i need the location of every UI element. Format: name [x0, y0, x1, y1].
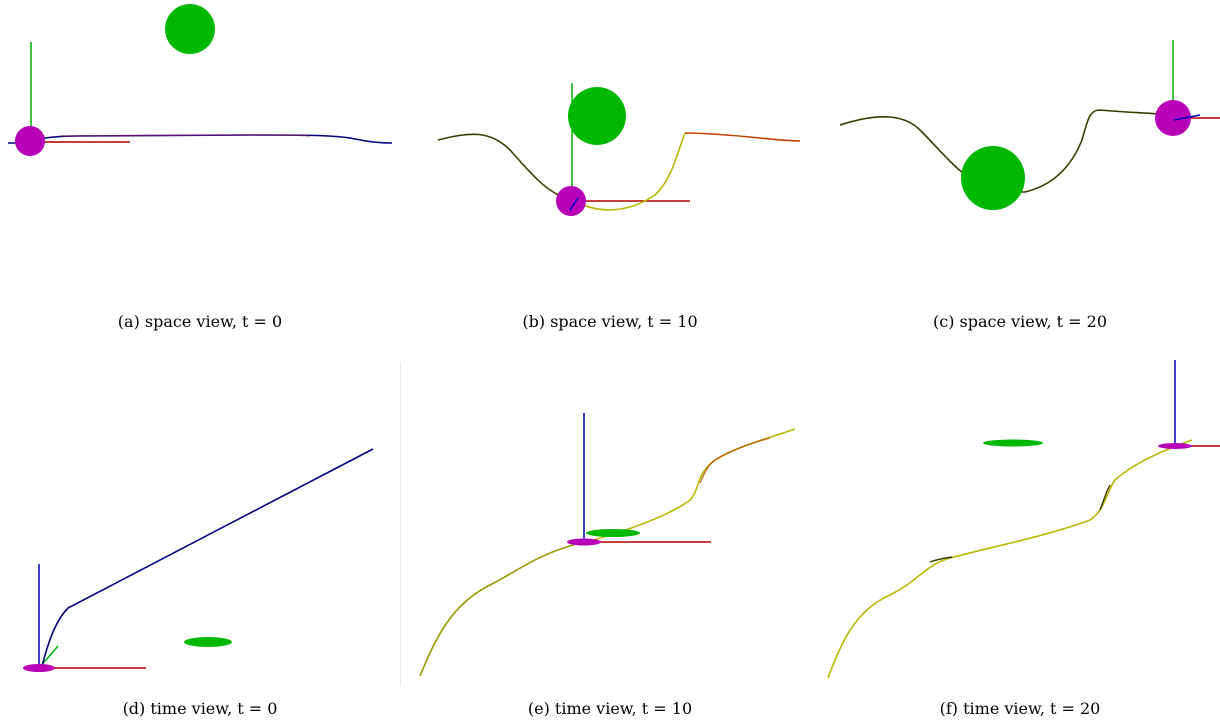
trajectory-highlight	[699, 437, 771, 484]
panel-f-time-view-t20	[820, 350, 1220, 690]
trajectory	[839, 109, 1173, 193]
panel-a-space-view-t0	[0, 0, 400, 300]
caption-e: (e) time view, t = 10	[527, 699, 693, 718]
divider	[400, 362, 401, 686]
obstacle-disc	[586, 529, 640, 537]
agent-sphere	[1155, 100, 1191, 136]
panel-d-time-view-t0	[0, 350, 400, 690]
scene-f	[827, 360, 1220, 679]
agent-disc	[1158, 443, 1192, 449]
obstacle-disc	[983, 439, 1043, 447]
panel-c-space-view-t20	[820, 0, 1220, 300]
agent-disc	[567, 538, 601, 546]
obstacle-sphere	[568, 87, 626, 145]
trajectory-right	[684, 132, 801, 142]
caption-f: (f) time view, t = 20	[939, 699, 1101, 718]
obstacle-disc	[184, 637, 232, 647]
trajectory	[41, 448, 374, 667]
axis-z	[569, 197, 579, 211]
scene-d	[23, 448, 374, 672]
axis-z	[1173, 114, 1201, 121]
trajectory-dark-segment	[929, 484, 1111, 563]
caption-c: (c) space view, t = 20	[933, 312, 1107, 331]
caption-d: (d) time view, t = 0	[122, 699, 278, 718]
agent-sphere	[556, 186, 586, 216]
scene-e	[419, 413, 796, 677]
obstacle-sphere	[165, 4, 215, 54]
trajectory-highlight	[59, 134, 311, 137]
scene-a	[8, 4, 393, 156]
trajectory-lower	[419, 542, 581, 677]
panel-e-time-view-t10	[410, 350, 810, 690]
agent-disc	[23, 664, 55, 672]
trajectory-upper	[585, 428, 796, 543]
trajectory-bottom	[574, 132, 686, 211]
obstacle-sphere	[961, 146, 1025, 210]
scene-c	[839, 40, 1220, 210]
agent-sphere	[15, 126, 45, 156]
caption-b: (b) space view, t = 10	[522, 312, 698, 331]
panel-b-space-view-t10	[410, 0, 810, 300]
trajectory-left	[437, 133, 571, 201]
scene-b	[437, 83, 801, 216]
caption-a: (a) space view, t = 0	[117, 312, 283, 331]
trajectory	[827, 439, 1193, 679]
